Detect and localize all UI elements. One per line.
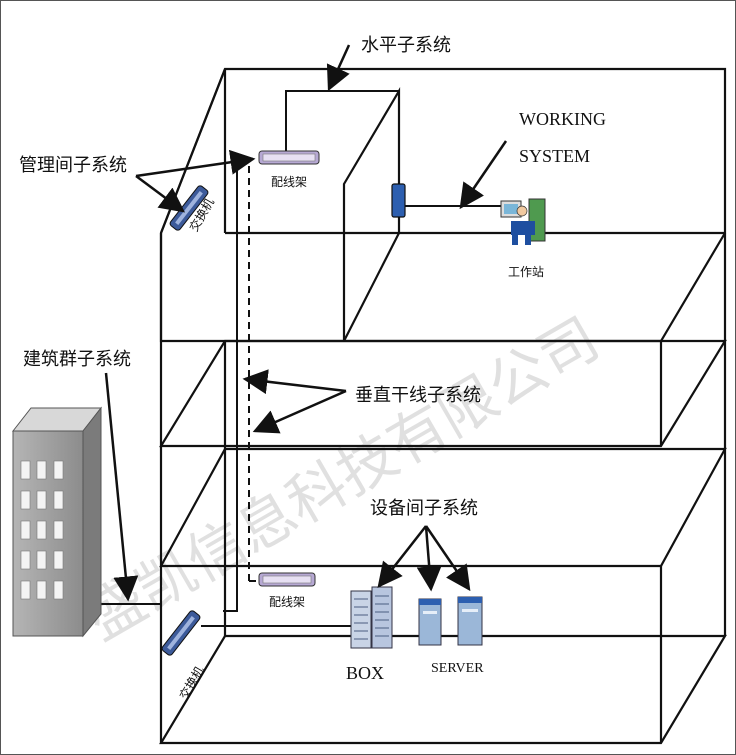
label-box: BOX — [346, 663, 385, 683]
server-1-icon — [418, 598, 442, 646]
floor-1-plane — [159, 634, 727, 745]
building-frame — [159, 67, 727, 745]
arrow-admin-patch — [135, 149, 256, 178]
arrow-equipment-3 — [424, 525, 471, 592]
label-backbone-subsystem: 垂直干线子系统 — [355, 385, 481, 406]
switch-top-icon — [169, 185, 209, 231]
workstation-icon — [500, 198, 546, 245]
label-patch-panel-bottom: 配线架 — [269, 595, 306, 609]
server-2-icon — [457, 596, 483, 646]
patch-panel-top-icon — [258, 150, 320, 165]
label-equipment-subsystem: 设备间子系统 — [370, 498, 478, 519]
label-workstation: 工作站 — [508, 265, 545, 279]
rack-box-icon — [350, 586, 393, 649]
arrow-campus — [104, 372, 139, 602]
patch-panel-bottom-icon — [258, 572, 316, 587]
arrow-horizontal — [326, 44, 351, 92]
label-server: SERVER — [431, 661, 484, 676]
switch-bottom-icon — [161, 610, 201, 656]
label-working: WORKING — [519, 109, 606, 129]
label-system: SYSTEM — [519, 146, 591, 166]
label-patch-panel-top: 配线架 — [271, 175, 308, 189]
svg-text:盛凯信息科技有限公司: 盛凯信息科技有限公司 — [74, 304, 610, 653]
arrow-backbone-1 — [242, 369, 347, 395]
wall-outlet-icon — [391, 183, 406, 218]
arrow-equipment-2 — [416, 525, 442, 592]
label-horizontal-subsystem: 水平子系统 — [361, 35, 451, 56]
arrow-backbone-2 — [252, 389, 347, 434]
arrow-working — [459, 140, 508, 210]
horizontal-cabling — [86, 90, 506, 627]
watermark: 盛凯信息科技有限公司 — [74, 304, 610, 653]
arrow-admin-switch — [135, 174, 186, 213]
label-admin-subsystem: 管理间子系统 — [19, 155, 127, 176]
callout-arrows — [104, 44, 508, 602]
arrow-equipment-1 — [377, 525, 427, 588]
campus-building-icon — [11, 406, 103, 638]
label-campus-subsystem: 建筑群子系统 — [23, 349, 131, 370]
